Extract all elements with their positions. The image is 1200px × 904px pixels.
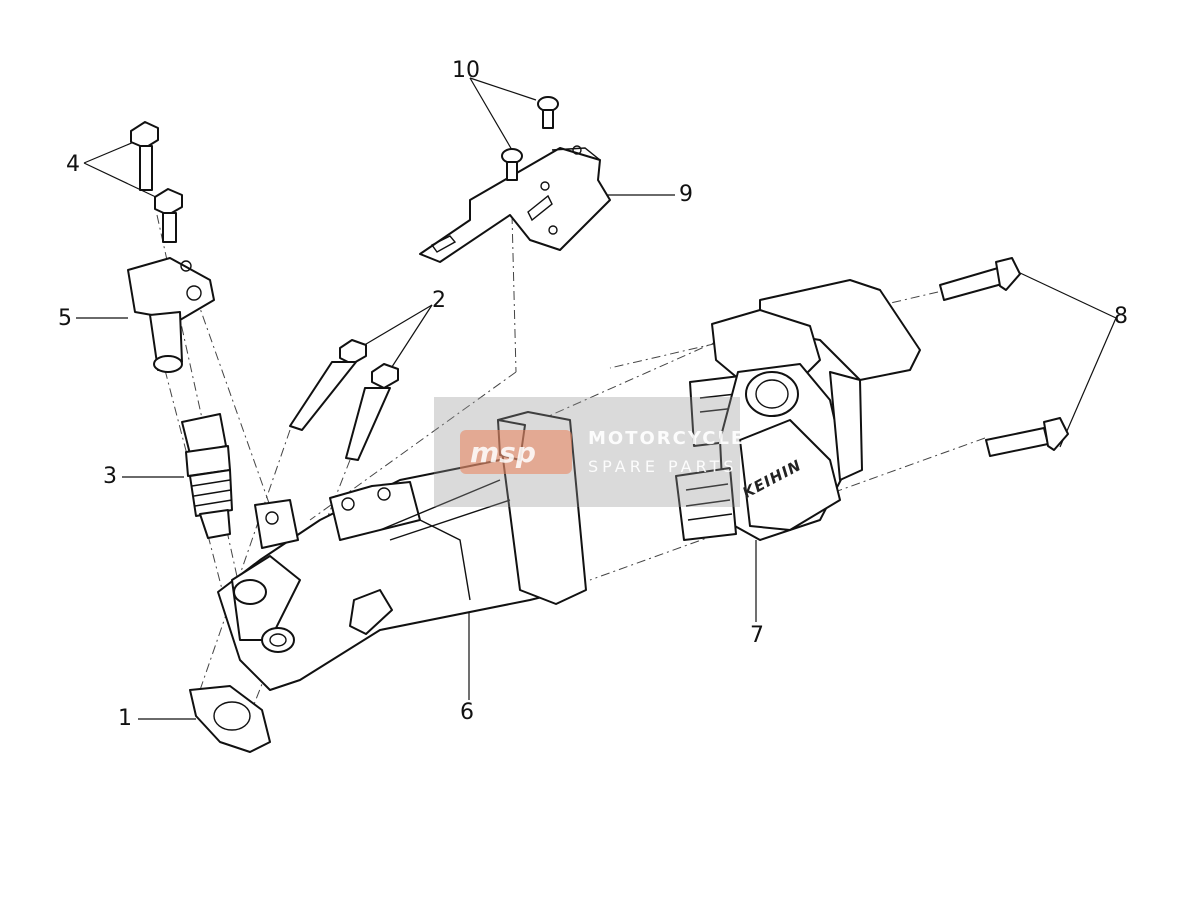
long-bolts-part-2: [289, 339, 399, 461]
callout-3: 3: [103, 464, 117, 489]
callout-5: 5: [58, 306, 72, 331]
callout-4: 4: [66, 152, 80, 177]
injector-part-3: [181, 413, 233, 539]
bolt-lower: [154, 188, 183, 243]
throttle-assembly-part-7: [675, 279, 921, 541]
screws-part-10: [501, 96, 559, 181]
bolt-upper: [130, 121, 159, 191]
sensor-part-5: [127, 257, 215, 373]
bolts-part-8: [939, 257, 1069, 457]
watermark-logo-text: msp: [470, 436, 536, 469]
callout-2: 2: [432, 288, 446, 313]
callout-6: 6: [460, 700, 474, 725]
gasket-part-1: [189, 685, 271, 753]
watermark-line-1: MOTORCYCLE: [588, 428, 746, 449]
callout-9: 9: [679, 182, 693, 207]
bracket-part-9: [419, 145, 611, 263]
watermark-logo: msp: [460, 430, 572, 474]
watermark-line-2: SPARE PARTS: [588, 457, 738, 476]
callout-8: 8: [1114, 304, 1128, 329]
callout-10: 10: [452, 58, 480, 83]
callout-7: 7: [750, 623, 764, 648]
leader-lines: [76, 77, 1117, 720]
callout-1: 1: [118, 706, 132, 731]
